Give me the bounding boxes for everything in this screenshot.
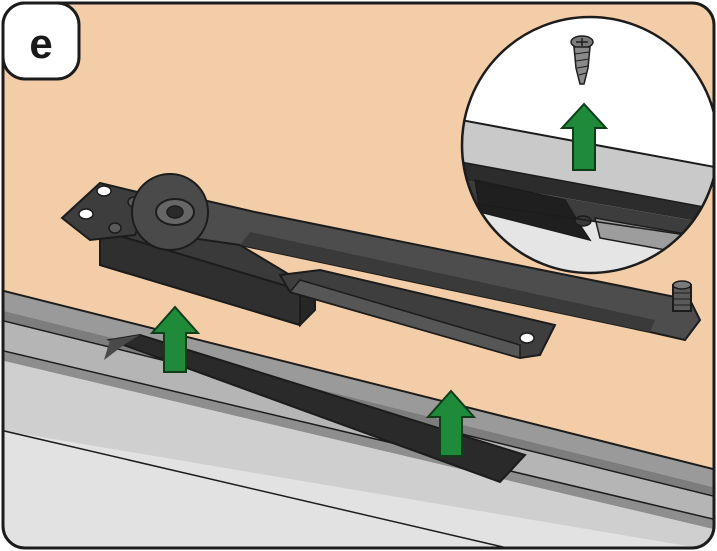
up-arrow-icon <box>149 305 201 373</box>
detail-inset <box>460 15 714 275</box>
step-label-box: e <box>1 1 81 81</box>
up-arrow-icon <box>425 389 477 457</box>
step-label: e <box>29 20 52 67</box>
screw-icon <box>570 35 594 85</box>
rail-recess-lip <box>104 335 140 360</box>
closer-arm <box>131 173 702 342</box>
slide-channel <box>278 268 557 360</box>
up-arrow-icon <box>559 102 609 171</box>
rail-recess <box>106 333 527 484</box>
